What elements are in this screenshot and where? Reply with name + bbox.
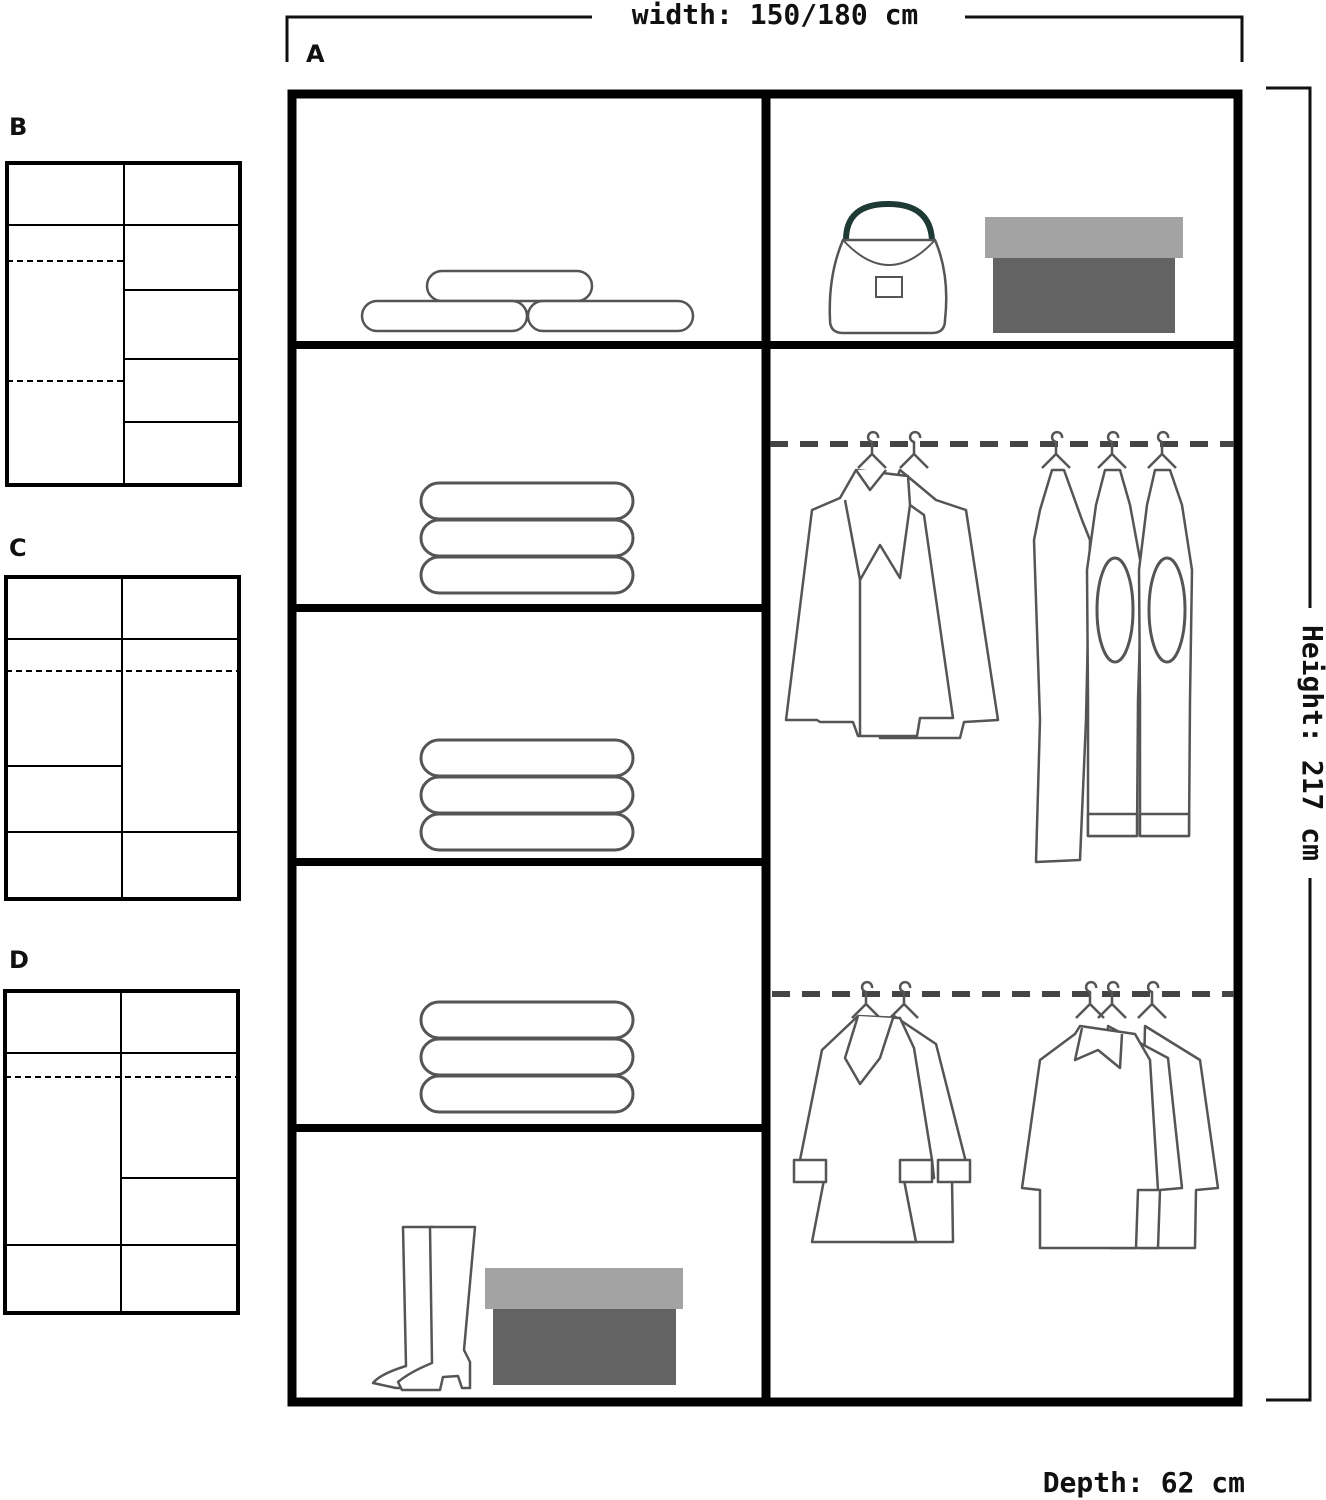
depth-label: Depth: 62 cm (1043, 1466, 1245, 1499)
wardrobe-variant-c (4, 575, 241, 901)
storage-box-icon (485, 1268, 683, 1385)
boots-icon (371, 1225, 477, 1392)
shirts-icon (1020, 980, 1220, 1250)
variant-d-label: D (9, 946, 29, 974)
height-dimension (1266, 86, 1312, 1402)
width-label: width: 150/180 cm (632, 0, 919, 31)
folded-clothes-icon (419, 1000, 635, 1114)
coats-icon (792, 980, 972, 1244)
shelves-left (292, 341, 766, 1132)
variant-c-label: C (9, 534, 27, 562)
dresses-icon (1032, 430, 1194, 864)
folded-clothes-icon (419, 738, 635, 852)
height-label: Height: 217 cm (1296, 625, 1326, 861)
folded-clothes-icon (419, 481, 635, 595)
jackets-icon (784, 430, 1000, 740)
wardrobe-variant-b (5, 161, 242, 487)
storage-box-icon (985, 217, 1183, 333)
wardrobe-variant-d (3, 989, 240, 1315)
variant-b-label: B (9, 113, 27, 141)
width-dimension (285, 15, 1244, 62)
handbag-icon (828, 200, 948, 335)
variant-a-label: A (306, 40, 325, 68)
rolled-towels-icon (360, 269, 695, 333)
